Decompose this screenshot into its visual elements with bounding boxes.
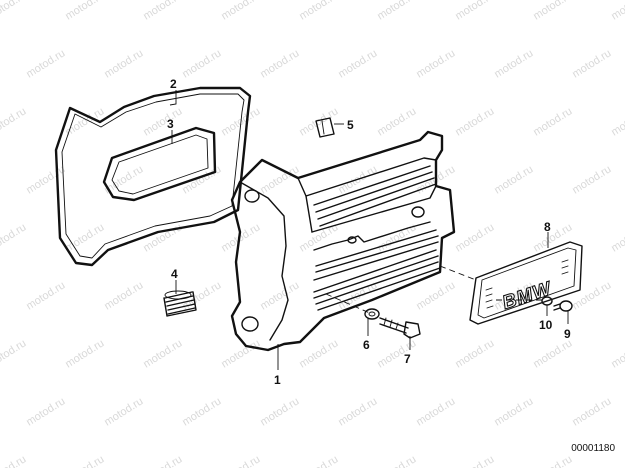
callout-6: 6 [363,338,370,352]
assembly-lines [325,265,546,315]
watermark-text: motod.ru [0,0,28,23]
watermark-text: motod.ru [531,221,574,254]
watermark-text: motod.ru [0,105,28,138]
watermark-text: motod.ru [258,47,301,80]
watermark-text: motod.ru [24,395,67,428]
watermark-text: motod.ru [24,163,67,196]
washer [364,308,380,320]
watermark-text: motod.ru [609,105,625,138]
watermark-text: motod.ru [219,0,262,23]
callout-4: 4 [171,267,178,281]
watermark-text: motod.ru [414,395,457,428]
watermark-text: motod.ru [63,337,106,370]
watermark-text: motod.ru [453,0,496,23]
watermark-text: motod.ru [609,337,625,370]
watermark-text: motod.ru [453,453,496,468]
callout-5: 5 [347,118,354,132]
callout-10: 10 [539,318,553,332]
watermark-text: motod.ru [180,47,223,80]
watermark-text: motod.ru [219,221,262,254]
callout-9: 9 [564,327,571,341]
watermark-text: motod.ru [531,105,574,138]
watermark-text: motod.ru [492,163,535,196]
watermark-text: motod.ru [414,47,457,80]
watermark-text: motod.ru [492,47,535,80]
callout-3: 3 [167,117,174,131]
clip [315,117,335,138]
watermark-text: motod.ru [219,337,262,370]
watermark-text: motod.ru [375,105,418,138]
watermark-text: motod.ru [219,453,262,468]
watermark-text: motod.ru [297,453,340,468]
watermark-text: motod.ru [375,337,418,370]
watermark-text: motod.ru [336,47,379,80]
callout-8: 8 [544,220,551,234]
callouts: 1 2 3 4 5 6 7 8 9 10 [167,77,571,387]
watermark-text: motod.ru [375,453,418,468]
watermark-text: motod.ru [531,453,574,468]
watermark-text: motod.ru [258,279,301,312]
watermark-text: motod.ru [570,47,613,80]
watermark-text: motod.ru [570,279,613,312]
callout-7: 7 [404,352,411,366]
watermark-text: motod.ru [180,163,223,196]
watermark-text: motod.ru [24,279,67,312]
watermark-text: motod.ru [102,47,145,80]
watermark-text: motod.ru [336,395,379,428]
gasket-inner [102,126,217,202]
watermark-text: motod.ru [63,0,106,23]
callout-1: 1 [274,373,281,387]
drawing-number: 00001180 [571,443,615,454]
screw [553,300,573,312]
watermark-text: motod.ru [141,337,184,370]
watermark-text: motod.ru [141,221,184,254]
watermark-text: motod.ru [297,0,340,23]
watermark-text: motod.ru [453,221,496,254]
watermark-text: motod.ru [0,453,28,468]
leader-lines [169,90,569,370]
watermark-text: motod.ru [0,337,28,370]
gasket-outer [54,86,252,267]
watermark-text: motod.ru [102,395,145,428]
watermark-text: motod.ru [141,0,184,23]
watermark-text: motod.ru [258,395,301,428]
watermark-text: motod.ru [609,0,625,23]
watermark-text: motod.ru [0,221,28,254]
watermark-text: motod.ru [531,0,574,23]
watermark-text: motod.ru [102,279,145,312]
watermark-text: motod.ru [180,395,223,428]
watermark-text: motod.ru [375,0,418,23]
watermark-text: motod.ru [570,163,613,196]
watermark-text: motod.ru [609,453,625,468]
watermark-text: motod.ru [180,279,223,312]
watermark-text: motod.ru [63,453,106,468]
watermark-text: motod.ru [24,47,67,80]
bolt [379,317,421,339]
watermark-text: motod.ru [453,337,496,370]
callout-2: 2 [170,77,177,91]
watermark-text: motod.ru [531,337,574,370]
watermark-text: motod.ru [297,337,340,370]
spring [163,290,197,317]
watermark-text: motod.ru [492,395,535,428]
watermark-text: motod.ru [609,221,625,254]
watermark-text: motod.ru [453,105,496,138]
cylinder-head-cover [230,130,456,352]
watermark-text: motod.ru [141,453,184,468]
watermark-text: motod.ru [570,395,613,428]
watermark-text: motod.ru [414,279,457,312]
